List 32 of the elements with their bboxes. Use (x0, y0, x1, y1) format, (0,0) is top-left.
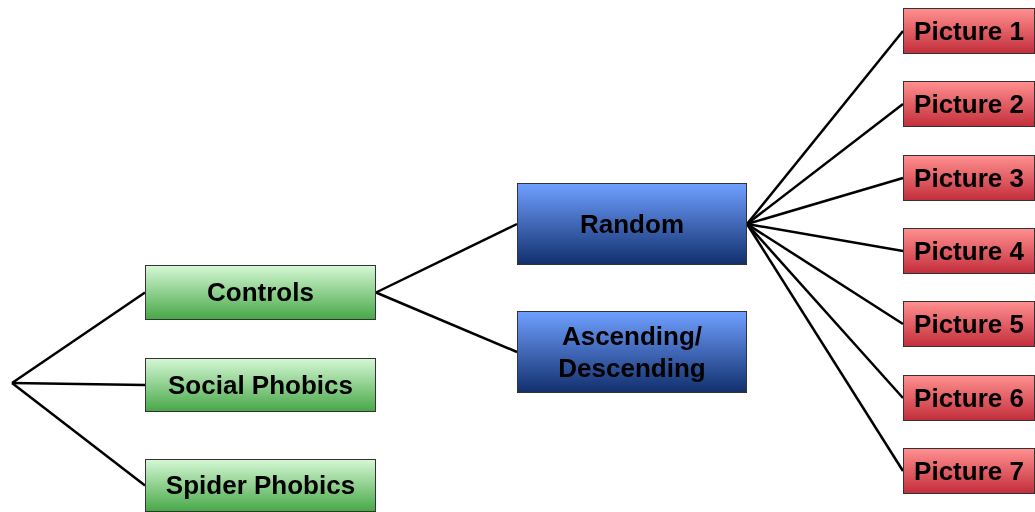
category-box (145, 358, 376, 412)
connector-line (746, 30, 904, 225)
connector-line (746, 222, 904, 253)
box-label: Picture 3 (914, 161, 1024, 195)
category-box (903, 448, 1035, 494)
category-box (517, 183, 747, 265)
category-box (903, 228, 1035, 274)
category-box (903, 301, 1035, 347)
box-label: Spider Phobics (165, 469, 356, 502)
category-box (903, 375, 1035, 421)
category-box (903, 81, 1035, 127)
connector-line (12, 381, 145, 387)
box-label: Ascending/ Descending (557, 319, 707, 385)
connector-line (746, 176, 904, 226)
box-label: Social Phobics (168, 368, 353, 402)
category-box (145, 265, 376, 320)
box-label: Controls (207, 276, 314, 309)
box-label: Picture 5 (914, 307, 1024, 341)
box-label: Picture 4 (914, 234, 1024, 268)
category-box (517, 311, 747, 393)
connector-line (11, 291, 146, 385)
category-box (903, 155, 1035, 201)
box-label: Picture 6 (914, 381, 1024, 415)
connector-line (375, 222, 518, 294)
box-label: Picture 2 (914, 87, 1024, 121)
category-box (903, 8, 1035, 54)
box-label: Picture 1 (914, 14, 1024, 48)
category-box (145, 459, 376, 512)
box-label: Picture 7 (914, 454, 1024, 488)
connector-line (11, 382, 146, 487)
connector-line (375, 291, 518, 354)
box-label: Random (580, 207, 684, 241)
